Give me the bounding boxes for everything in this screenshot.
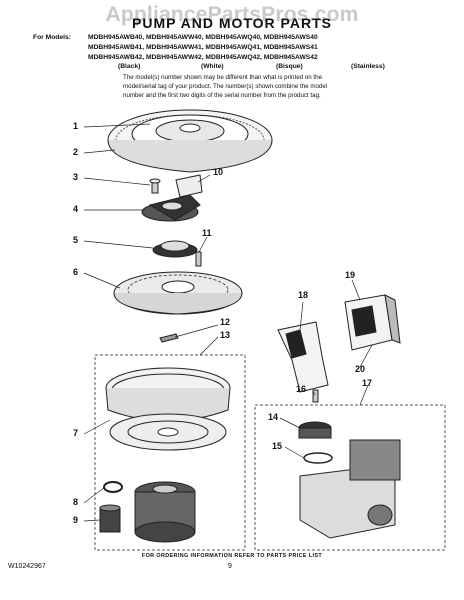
housing-part-9: [99, 504, 121, 533]
callout-19: 19: [345, 270, 356, 280]
callout-12: 12: [220, 317, 231, 327]
color-white: (White): [201, 63, 224, 70]
bracket-part: [277, 321, 329, 393]
callout-2: 2: [73, 147, 79, 157]
model-note: The model(s) number shown may be differe…: [123, 74, 327, 100]
callout-14: 14: [268, 412, 279, 422]
callout-3: 3: [73, 172, 79, 182]
model-line: MDBH945AWB41, MDBH945AWW41, MDBH945AWQ41…: [88, 44, 318, 52]
callout-7: 7: [73, 428, 79, 438]
callout-18: 18: [298, 290, 309, 300]
color-black: (Black): [118, 63, 141, 70]
sump-part: [105, 367, 231, 451]
callout-8: 8: [73, 497, 79, 507]
pump-assembly-box: [254, 404, 446, 551]
lower-filter-part: [113, 271, 243, 315]
callout-13: 13: [220, 330, 231, 340]
note-line: number and the first two digits of the s…: [123, 91, 321, 99]
note-line: The model(s) number shown may be differe…: [123, 74, 323, 81]
screw-part-3: [149, 178, 161, 194]
page-title: PUMP AND MOTOR PARTS: [132, 15, 332, 31]
note-line: model/serial tag of your product. The nu…: [123, 82, 328, 90]
leader-lines: [83, 123, 373, 522]
callout-20: 20: [355, 364, 366, 374]
callout-4: 4: [73, 204, 79, 214]
page-number: 9: [228, 563, 232, 570]
hub-stem-part: [175, 174, 203, 198]
watermark: AppliancePartsPros.com: [105, 3, 359, 26]
callout-16: 16: [296, 384, 307, 394]
models-label: For Models:: [33, 34, 71, 41]
drain-pump-part: [299, 439, 401, 539]
document-number: W10242967: [8, 563, 46, 570]
callout-10: 10: [213, 167, 224, 177]
callout-6: 6: [73, 267, 79, 277]
callout-9: 9: [73, 515, 79, 525]
tab-part: [159, 333, 179, 343]
callout-5: 5: [73, 235, 79, 245]
sump-assembly-box: [94, 354, 246, 551]
seal-part-14: [298, 421, 332, 439]
cover-part: [344, 294, 401, 351]
chopper-part: [141, 194, 201, 222]
color-bisque: (Bisque): [276, 63, 303, 70]
model-line: MDBH945AWB40, MDBH945AWW40, MDBH945AWQ40…: [88, 34, 318, 41]
impeller-part: [152, 240, 198, 258]
color-stainless: (Stainless): [351, 63, 385, 70]
callout-11: 11: [202, 228, 212, 238]
model-list: For Models: MDBH945AWB40, MDBH945AWW40, …: [33, 33, 318, 64]
callout-1: 1: [73, 121, 79, 131]
ordering-footer: FOR ORDERING INFORMATION REFER TO PARTS …: [141, 553, 323, 559]
model-line: MDBH945AWB42, MDBH945AWW42, MDBH945AWQ42…: [88, 54, 318, 62]
screw-part-11: [195, 251, 202, 267]
motor-part: [134, 481, 196, 543]
callout-15: 15: [272, 441, 283, 451]
callout-17: 17: [362, 378, 373, 388]
o-ring-part: [103, 481, 123, 493]
ring-part-15: [303, 452, 333, 464]
filter-ring-part: [107, 109, 273, 173]
screw-part-16: [312, 389, 319, 403]
